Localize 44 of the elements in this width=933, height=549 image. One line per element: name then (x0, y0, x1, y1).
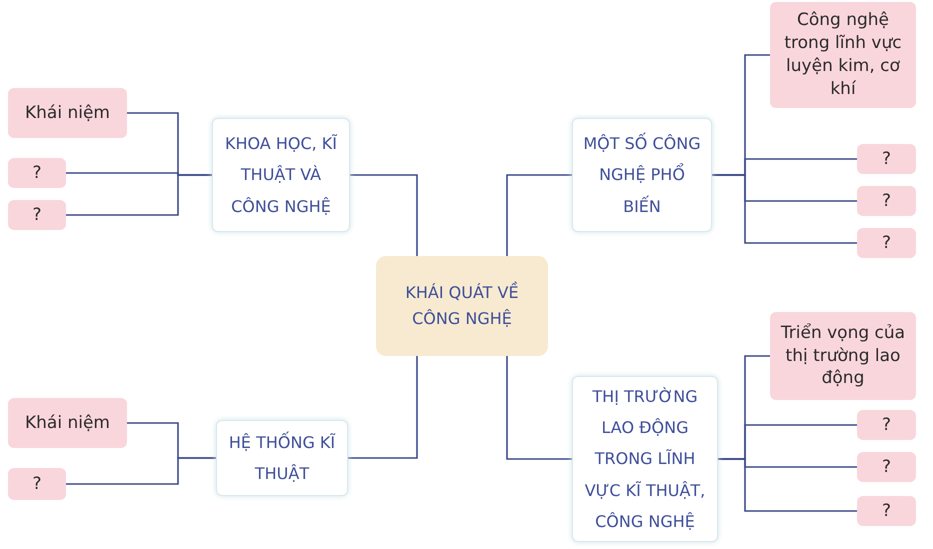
subtopic-box (770, 2, 916, 108)
connector-line (506, 356, 572, 460)
topic-box (572, 376, 718, 542)
node-text: Công nghệ trong lĩnh vực luyện kim, cơ khí (783, 9, 903, 101)
node-text: ? (32, 204, 42, 226)
subtopic-box (8, 88, 127, 138)
node-text: ? (882, 190, 892, 212)
connector-line (506, 174, 572, 256)
subtopic-box (857, 496, 916, 526)
connector-line (348, 356, 418, 459)
connector-line (712, 174, 857, 244)
node-text: ? (882, 232, 892, 254)
subtopic-box (857, 228, 916, 258)
topic-box (572, 118, 712, 232)
subtopic-box (857, 144, 916, 174)
subtopic-box (770, 312, 916, 400)
subtopic-box (857, 452, 916, 482)
subtopic-box (8, 398, 127, 448)
central-topic-box (376, 256, 548, 356)
subtopic-box (8, 158, 66, 188)
connector-line (66, 457, 216, 485)
subtopic-box (8, 468, 66, 500)
node-text: MỘT SỐ CÔNG NGHỆ PHỔ BIẾN (582, 132, 702, 218)
topic-box (212, 118, 350, 232)
subtopic-box (857, 186, 916, 216)
node-text: ? (32, 472, 42, 496)
node-text: ? (32, 162, 42, 184)
node-text: Khái niệm (25, 412, 110, 434)
connector-line (350, 174, 418, 256)
node-text: THỊ TRƯỜNG LAO ĐỘNG TRONG LĨNH VỰC KĨ THUẬT, CÔNG NGHỆ (584, 386, 706, 533)
subtopic-box (857, 410, 916, 440)
node-text: ? (882, 414, 892, 436)
connector-line (718, 458, 857, 512)
node-text: Triển vọng của thị trường lao động (780, 322, 906, 390)
node-text: ? (882, 456, 892, 478)
node-text: ? (882, 148, 892, 170)
node-text: ? (882, 500, 892, 522)
node-text: KHOA HỌC, KĨ THUẬT VÀ CÔNG NGHỆ (224, 133, 338, 218)
node-text: Khái niệm (25, 102, 110, 124)
connector-line (66, 174, 212, 216)
subtopic-box (8, 200, 66, 230)
topic-box (216, 420, 348, 496)
node-text: HỆ THỐNG KĨ THUẬT (228, 430, 336, 485)
node-text: KHÁI QUÁT VỀ CÔNG NGHỆ (404, 280, 520, 330)
